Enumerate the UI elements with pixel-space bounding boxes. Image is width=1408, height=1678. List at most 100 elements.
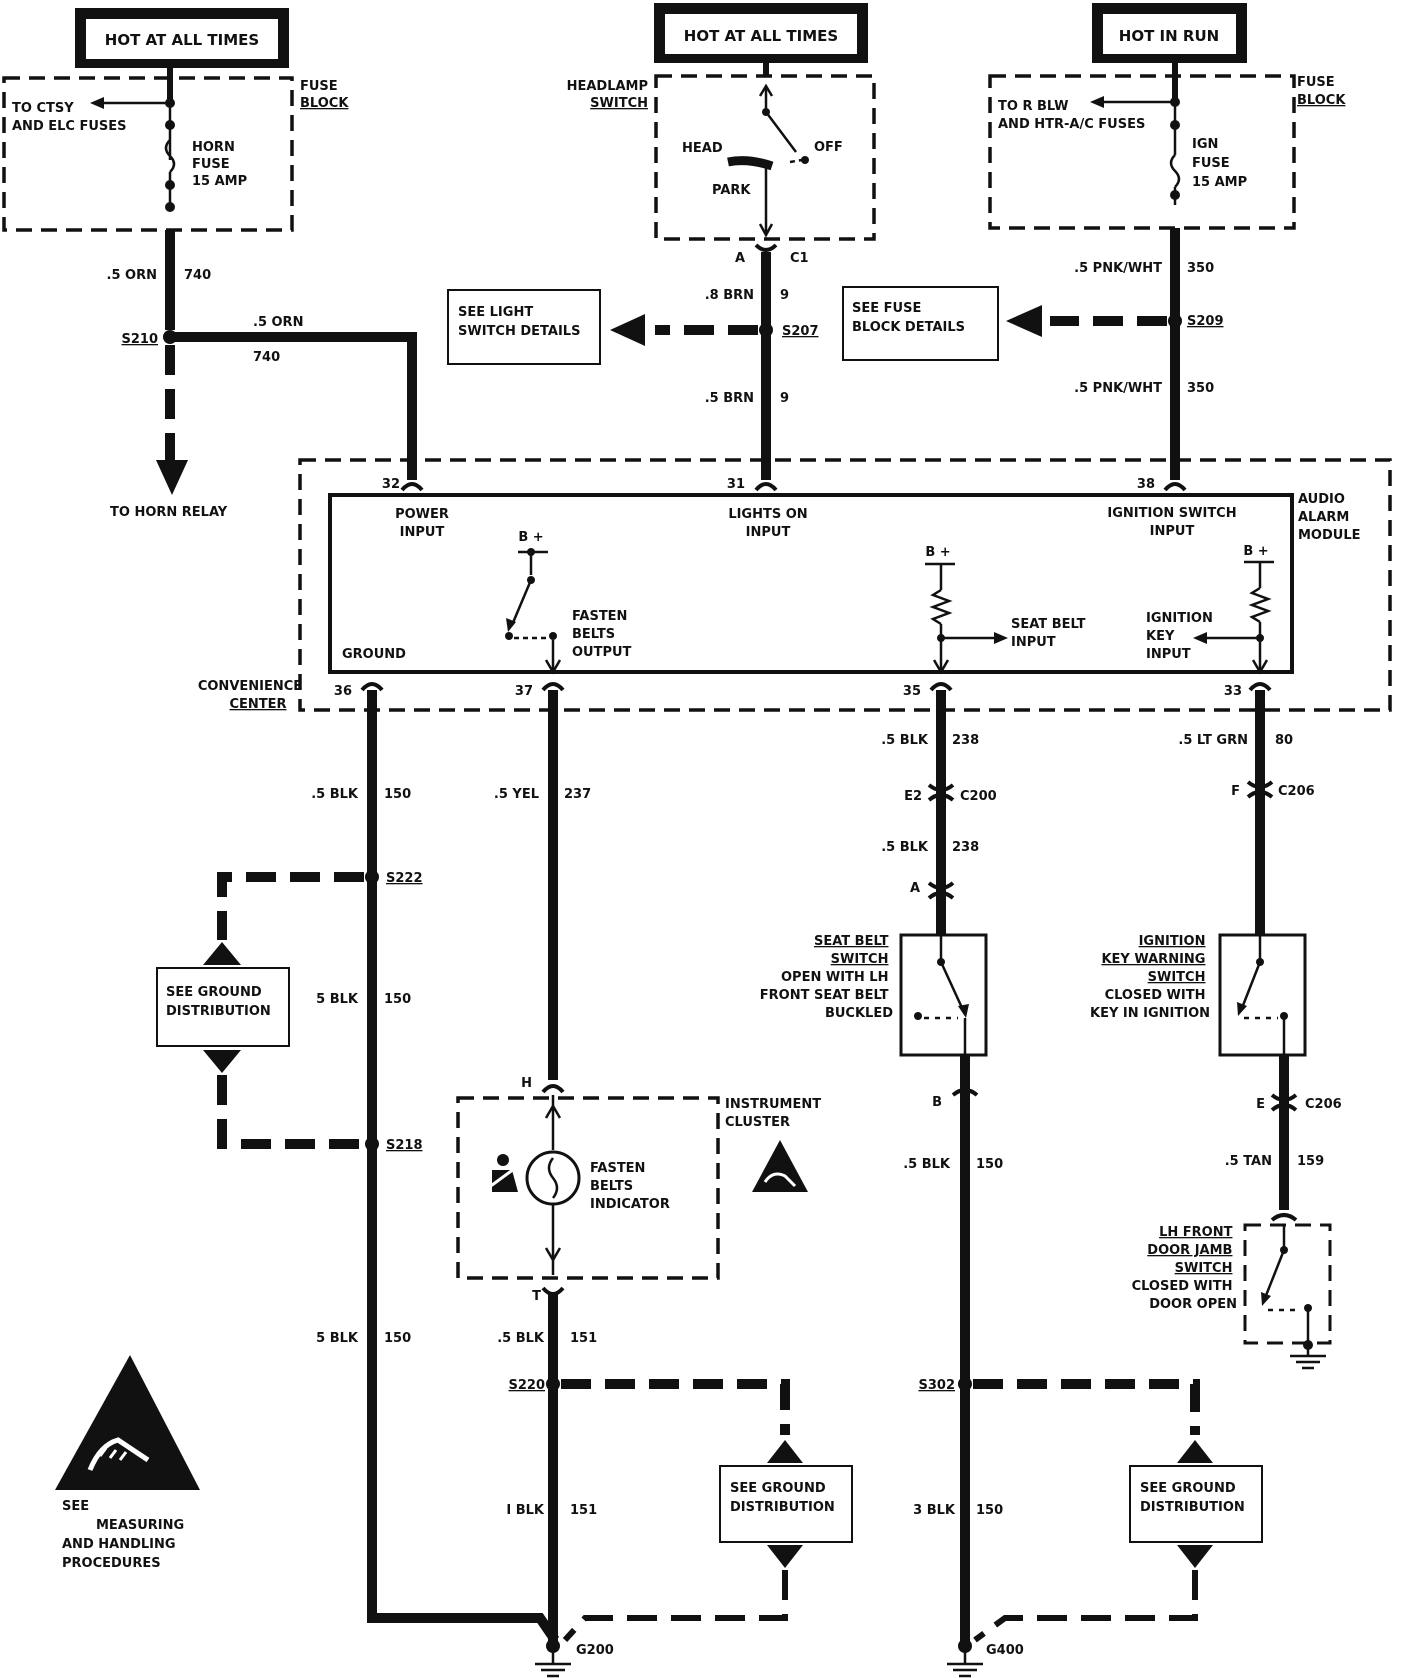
- wire-740-gauge: .5 ORN: [107, 268, 157, 283]
- ground-g400: G400: [947, 1639, 1024, 1678]
- splice-s209: [1168, 314, 1182, 328]
- seat-belt-switch-label: SEAT BELT SWITCH OPEN WITH LH FRONT SEAT…: [760, 934, 893, 1021]
- wire-s222-ground-dist: [217, 872, 364, 940]
- ignition-key-warning-switch: IGNITION KEY WARNING SWITCH CLOSED WITH …: [1090, 933, 1307, 1057]
- wire-350a-number: 350: [1187, 261, 1214, 276]
- connector-h: [541, 1084, 565, 1094]
- pin-32: [400, 482, 424, 492]
- wire-s302-ground-dist: [973, 1379, 1200, 1435]
- connector-door-jamb: [1270, 1213, 1298, 1222]
- splice-s209-label: S209: [1187, 314, 1224, 329]
- wire-151a-gauge: .5 BLK: [497, 1331, 545, 1346]
- splice-s207-label: S207: [782, 324, 819, 339]
- wire-159-gauge: .5 TAN: [1225, 1154, 1272, 1169]
- wire-238a-number: 238: [952, 733, 979, 748]
- wire-740-number: 740: [184, 268, 211, 283]
- svg-text:HOT AT ALL TIMES: HOT AT ALL TIMES: [684, 27, 838, 45]
- connector-a: [927, 881, 955, 900]
- splice-s218-label: S218: [386, 1138, 423, 1153]
- wire-ground-dist-3-to-g400: [973, 1570, 1198, 1643]
- wire-350a-gauge: .5 PNK/WHT: [1074, 261, 1162, 276]
- esd-warning-icon: [55, 1355, 200, 1490]
- wire-237-number: 237: [564, 787, 591, 802]
- audio-alarm-module: [328, 493, 1294, 674]
- splice-s210-label: S210: [122, 332, 159, 347]
- pin-38-label: 38: [1137, 477, 1155, 492]
- splice-s222: [365, 870, 379, 884]
- splice-s207: [759, 323, 773, 337]
- wire-159-number: 159: [1297, 1154, 1324, 1169]
- wire-740-power-input: [170, 332, 417, 480]
- door-jamb-switch: LH FRONT DOOR JAMB SWITCH CLOSED WITH DO…: [1132, 1223, 1332, 1370]
- ground-distribution-box-3: [1129, 1465, 1263, 1543]
- connector-e-label: E: [1256, 1097, 1265, 1112]
- pin-38: [1163, 482, 1187, 492]
- door-jamb-switch-label: LH FRONT DOOR JAMB SWITCH CLOSED WITH DO…: [1132, 1225, 1237, 1312]
- wire-150b-number: 150: [384, 992, 411, 1007]
- arrow-to-horn-relay: [156, 460, 188, 495]
- arrow-ground-dist-2-down: [767, 1545, 803, 1568]
- hot-in-run-box: HOT IN RUN: [1092, 3, 1247, 63]
- connector-c200-e2: [927, 783, 955, 802]
- wire-150-to-g200: [367, 1613, 560, 1643]
- wire-ground-dist-2-to-g200: [562, 1570, 788, 1643]
- connector-c200-label: C200: [960, 789, 997, 804]
- wire-350b-number: 350: [1187, 381, 1214, 396]
- ground-distribution-box-2: [719, 1465, 853, 1543]
- bplus-label-2: B +: [925, 545, 950, 560]
- g400-label: G400: [986, 1643, 1024, 1658]
- splice-s302: [958, 1377, 972, 1391]
- seatbelt-icon: [487, 1154, 519, 1192]
- pin-a-label: A: [735, 251, 745, 266]
- splice-s302-label: S302: [919, 1378, 956, 1393]
- connector-h-label: H: [521, 1076, 532, 1091]
- connector-a-label: A: [910, 881, 920, 896]
- g200-label: G200: [576, 1643, 614, 1658]
- arrow-ground-dist-1-down: [203, 1050, 241, 1073]
- wire-150a-number: 150: [384, 787, 411, 802]
- arrow-ground-dist-1-up: [203, 942, 241, 965]
- wire-740b-gauge: .5 ORN: [253, 315, 303, 330]
- convenience-center: [298, 458, 1392, 712]
- pin-37: [541, 682, 565, 692]
- wire-s220-ground-dist: [561, 1379, 790, 1435]
- wire-151b-number: 151: [570, 1503, 597, 1518]
- head-label: HEAD: [682, 141, 723, 156]
- connector-c206-e: [1270, 1093, 1298, 1112]
- hot-at-all-times-box-middle: HOT AT ALL TIMES: [654, 3, 868, 63]
- pin-33: [1248, 682, 1272, 692]
- wire-238b-gauge: .5 BLK: [881, 840, 929, 855]
- park-label: PARK: [712, 183, 751, 198]
- wire-350b-gauge: .5 PNK/WHT: [1074, 381, 1162, 396]
- ignition-key-switch-label: IGNITION KEY WARNING SWITCH CLOSED WITH …: [1090, 934, 1210, 1021]
- wire-150b-gauge: 5 BLK: [316, 992, 359, 1007]
- wire-150c-number: 150: [384, 1331, 411, 1346]
- splice-s218: [365, 1137, 379, 1151]
- arrow-ground-dist-3-down: [1177, 1545, 1213, 1568]
- pin-33-label: 33: [1224, 684, 1242, 699]
- connector-b-label: B: [932, 1095, 942, 1110]
- wire-80-number: 80: [1275, 733, 1293, 748]
- svg-text:HOT AT ALL TIMES: HOT AT ALL TIMES: [105, 31, 259, 49]
- connector-c206b-label: C206: [1305, 1097, 1342, 1112]
- wire-150e-number: 150: [976, 1503, 1003, 1518]
